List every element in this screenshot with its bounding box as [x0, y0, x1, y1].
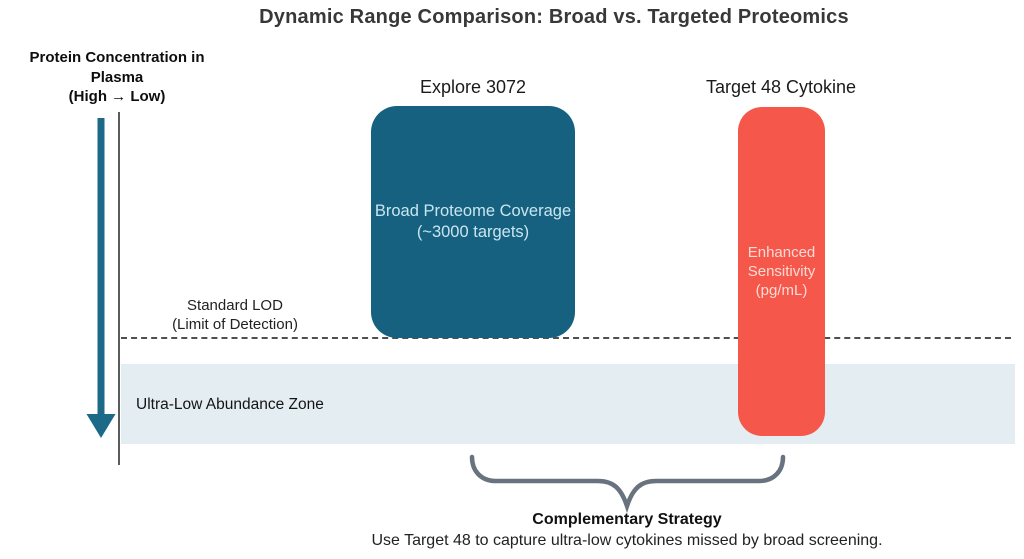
lod-label-line-1: Standard LOD [187, 297, 283, 314]
explore-bar-header: Explore 3072 [419, 77, 527, 97]
axis-label-line-1: Protein Concentration in [29, 49, 205, 66]
target-bar-label-line-2: Sensitivity [747, 263, 816, 280]
explore-bar-label: Broad Proteome Coverage (~3000 targets) [375, 201, 571, 243]
down-arrow-icon [86, 118, 116, 438]
strategy-caption: Complementary Strategy Use Target 48 to … [247, 511, 1007, 550]
explore-bar-label-line-1: Broad Proteome Coverage [374, 202, 572, 220]
concentration-axis-line [118, 112, 120, 465]
strategy-title: Complementary Strategy [532, 511, 722, 528]
ultra-low-zone-band [121, 364, 1015, 444]
curly-brace-icon [469, 454, 786, 514]
lod-dashed-line [121, 337, 1011, 339]
concentration-axis-label: Protein Concentration in Plasma (High → … [6, 48, 228, 107]
target-bar-label-line-3: (pg/mL) [755, 282, 808, 299]
axis-label-line-3: (High → Low) [68, 88, 166, 105]
explore-bar: Broad Proteome Coverage (~3000 targets) [371, 106, 575, 338]
lod-label: Standard LOD (Limit of Detection) [135, 296, 335, 334]
diagram-title: Dynamic Range Comparison: Broad vs. Targ… [259, 6, 849, 28]
lod-label-line-2: (Limit of Detection) [172, 316, 298, 333]
target-bar-label: Enhanced Sensitivity (pg/mL) [748, 243, 816, 300]
target-bar-label-line-1: Enhanced [747, 244, 816, 261]
ultra-low-zone-label: Ultra-Low Abundance Zone [136, 396, 324, 413]
explore-bar-label-line-2: (~3000 targets) [416, 223, 530, 241]
axis-label-line-2: Plasma [90, 68, 144, 86]
strategy-description: Use Target 48 to capture ultra-low cytok… [371, 532, 883, 549]
target-bar-header: Target 48 Cytokine [705, 77, 857, 97]
target-bar: Enhanced Sensitivity (pg/mL) [738, 107, 825, 436]
